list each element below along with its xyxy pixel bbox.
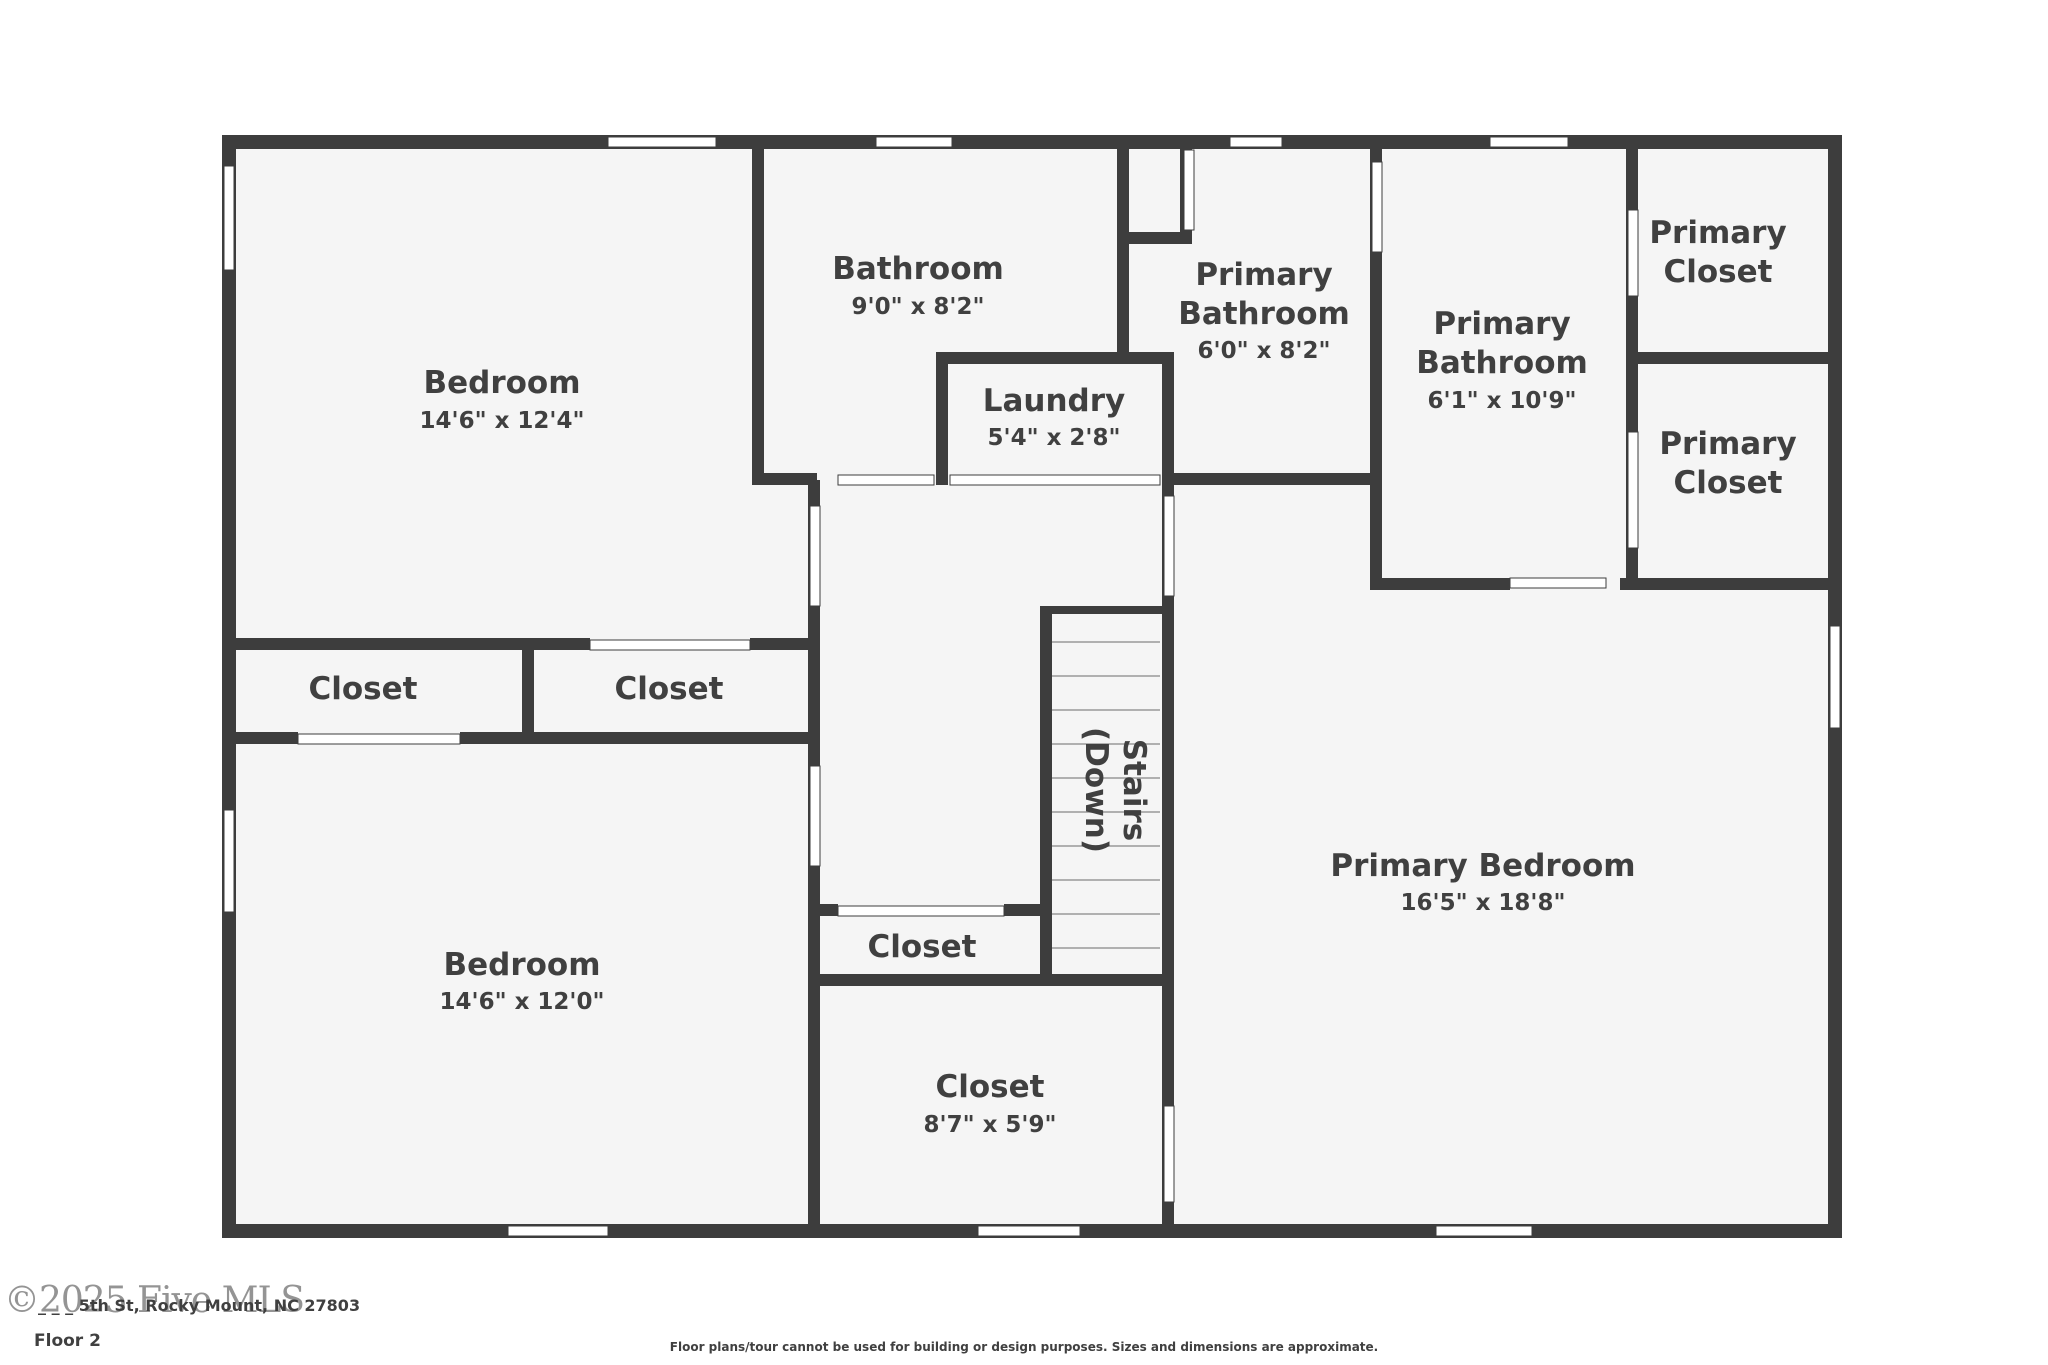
room-name-primary-bathroom-large-2: Bathroom: [1416, 345, 1588, 381]
room-name-primary-closet-top-1: Primary: [1649, 215, 1786, 251]
room-name-primary-closet-bottom-2: Closet: [1674, 465, 1783, 501]
room-name-closet-mid: Closet: [615, 671, 724, 707]
room-name-closet-small: Closet: [868, 929, 977, 965]
room-dims-bathroom: 9'0" x 8'2": [852, 294, 985, 320]
room-name-primary-closet-top-2: Closet: [1664, 254, 1773, 290]
room-name-primary-bedroom: Primary Bedroom: [1330, 848, 1635, 884]
room-name-closet-left: Closet: [309, 671, 418, 707]
disclaimer-text: Floor plans/tour cannot be used for buil…: [669, 1340, 1379, 1354]
room-dims-primary-bedroom: 16'5" x 18'8": [1401, 890, 1566, 916]
floor-area: [228, 140, 1836, 1230]
room-dims-closet-big: 8'7" x 5'9": [924, 1112, 1057, 1138]
room-name-bedroom-top: Bedroom: [423, 365, 580, 401]
room-dims-laundry: 5'4" x 2'8": [988, 425, 1121, 451]
room-dims-primary-bathroom-large: 6'1" x 10'9": [1428, 388, 1577, 414]
room-name-bedroom-bottom: Bedroom: [443, 947, 600, 983]
room-name-primary-bathroom-small-2: Bathroom: [1178, 296, 1350, 332]
room-dims-bedroom-top: 14'6" x 12'4": [420, 408, 585, 434]
room-name-closet-big: Closet: [936, 1069, 1045, 1105]
room-dims-bedroom-bottom: 14'6" x 12'0": [440, 989, 605, 1015]
room-name-stairs-1: Stairs: [1116, 739, 1152, 841]
room-name-primary-bathroom-small-1: Primary: [1195, 257, 1332, 293]
room-name-stairs-2: (Down): [1078, 727, 1114, 853]
room-name-laundry: Laundry: [983, 383, 1126, 419]
openings: [223, 136, 1841, 1237]
mls-watermark: ©2025 Five MLS: [4, 1280, 305, 1321]
room-name-bathroom: Bathroom: [832, 251, 1004, 287]
room-name-primary-bathroom-large-1: Primary: [1433, 306, 1570, 342]
address-label: _ _ _ 5th St, Rocky Mount, NC 27803: [38, 1296, 361, 1315]
stair-treads: [1052, 641, 1160, 949]
room-name-primary-closet-bottom-1: Primary: [1659, 426, 1796, 462]
room-dims-primary-bathroom-small: 6'0" x 8'2": [1198, 338, 1331, 364]
floor-label: Floor 2: [34, 1331, 101, 1351]
